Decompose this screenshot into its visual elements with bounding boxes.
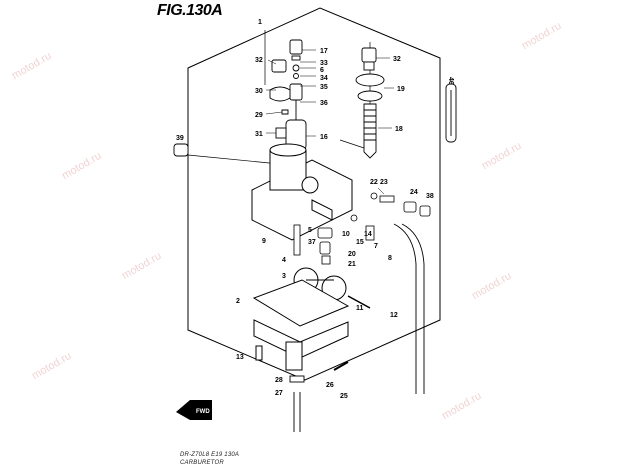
fwd-label: FWD — [196, 409, 210, 415]
callout-16: 16 — [320, 134, 328, 141]
callout-6: 6 — [320, 67, 324, 74]
callout-10: 10 — [342, 231, 350, 238]
callout-46: 46 — [447, 77, 454, 85]
callout-35: 35 — [320, 84, 328, 91]
callout-33: 33 — [320, 60, 328, 67]
hose-parts — [289, 223, 425, 432]
callout-22: 22 — [370, 179, 378, 186]
clamp-part — [173, 143, 189, 157]
callout-36: 36 — [320, 100, 328, 107]
callout-28: 28 — [275, 377, 283, 384]
vent-tube — [445, 83, 457, 143]
callout-labels: 1 17 32 33 6 34 35 30 36 29 31 16 32 19 … — [176, 19, 454, 400]
callout-32b: 32 — [393, 56, 401, 63]
callout-15: 15 — [356, 239, 364, 246]
callout-27: 27 — [275, 390, 283, 397]
callout-39: 39 — [176, 135, 184, 142]
starter-plunger-parts — [355, 47, 385, 159]
section-name: CARBURETOR — [180, 460, 224, 466]
callout-11: 11 — [356, 305, 364, 312]
callout-9: 9 — [262, 238, 266, 245]
callout-37: 37 — [308, 239, 316, 246]
throttle-valve-parts — [269, 39, 307, 151]
callout-31: 31 — [255, 131, 263, 138]
callout-20: 20 — [348, 251, 356, 258]
callout-21: 21 — [348, 261, 356, 268]
fwd-arrow: FWD — [176, 400, 212, 420]
leader-lines — [265, 49, 394, 195]
callout-32: 32 — [255, 57, 263, 64]
callout-13: 13 — [236, 354, 244, 361]
callout-18: 18 — [395, 126, 403, 133]
callout-24: 24 — [410, 189, 418, 196]
callout-3: 3 — [282, 273, 286, 280]
callout-26: 26 — [326, 382, 334, 389]
callout-29: 29 — [255, 112, 263, 119]
float-bowl — [252, 279, 350, 371]
callout-5: 5 — [308, 227, 312, 234]
callout-19: 19 — [397, 86, 405, 93]
callout-4: 4 — [282, 257, 286, 264]
callout-2: 2 — [236, 298, 240, 305]
callout-38: 38 — [426, 193, 434, 200]
callout-34: 34 — [320, 75, 328, 82]
carburetor-body — [251, 143, 353, 241]
model-line: DR-Z70L8 E19 130A — [180, 452, 240, 458]
callout-12: 12 — [390, 312, 398, 319]
callout-1: 1 — [258, 19, 262, 26]
callout-8: 8 — [388, 255, 392, 262]
callout-23: 23 — [380, 179, 388, 186]
callout-25: 25 — [340, 393, 348, 400]
figure-title: FIG.130A — [157, 2, 223, 19]
callout-17: 17 — [320, 48, 328, 55]
callout-7: 7 — [374, 243, 378, 250]
assembly-outline — [187, 7, 441, 381]
callout-30: 30 — [255, 88, 263, 95]
callout-14: 14 — [364, 231, 372, 238]
jet-parts — [293, 192, 431, 265]
